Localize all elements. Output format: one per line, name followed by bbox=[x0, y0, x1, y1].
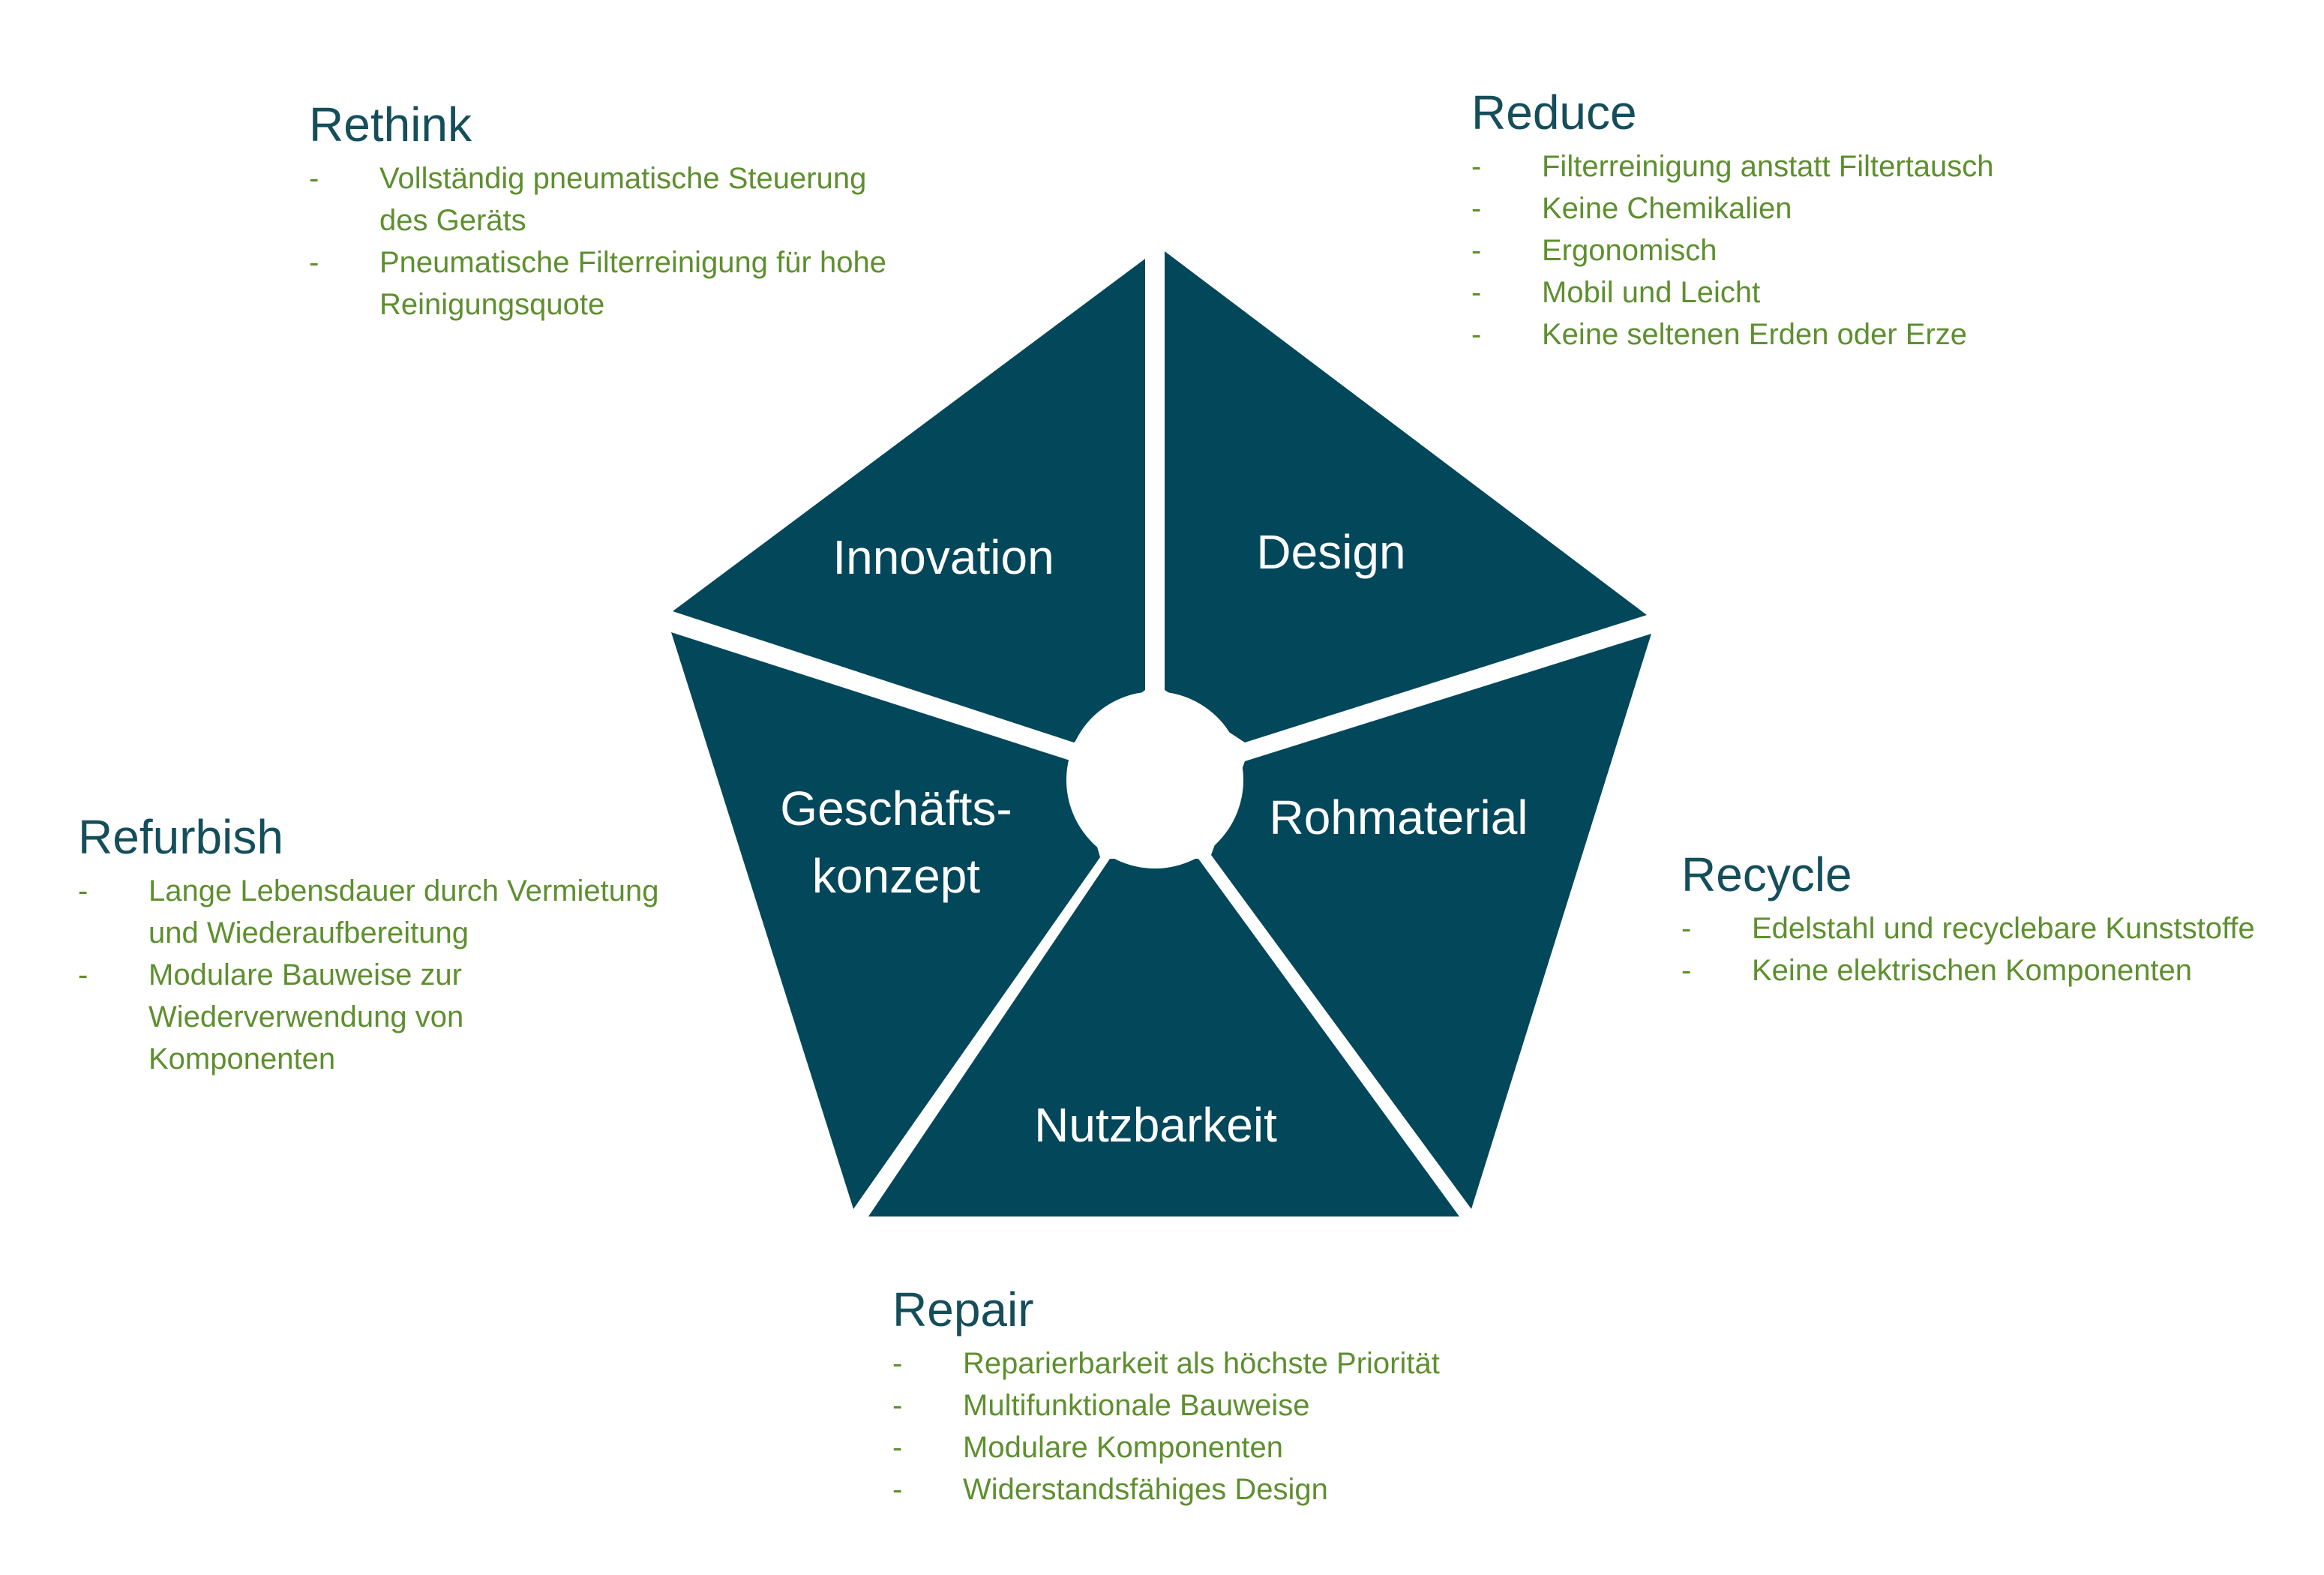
list-item-text: Ergonomisch bbox=[1542, 234, 1717, 267]
repair-list: - Reparierbarkeit als höchste Priorität … bbox=[892, 1342, 1440, 1510]
list-item-text: des Geräts bbox=[379, 204, 526, 237]
segment-label-innovation: Innovation bbox=[832, 530, 1054, 584]
list-item: - Keine Chemikalien bbox=[1471, 188, 1994, 230]
list-item: - Pneumatische Filterreinigung für hohe … bbox=[309, 242, 886, 326]
segment-geschaeftskonzept bbox=[671, 632, 1100, 1209]
bullet-dash: - bbox=[1681, 954, 1692, 987]
segment-label-rohmaterial: Rohmaterial bbox=[1269, 790, 1528, 844]
reduce-title: Reduce bbox=[1471, 86, 1637, 140]
list-item: - Filterreinigung anstatt Filtertausch bbox=[1471, 146, 1994, 188]
list-item-text: Lange Lebensdauer durch Vermietung bbox=[148, 874, 659, 908]
repair-block: Repair - Reparierbarkeit als höchste Pri… bbox=[892, 1281, 1440, 1510]
list-item-text: und Wiederaufbereitung bbox=[148, 916, 469, 950]
segment-innovation bbox=[673, 259, 1145, 742]
refurbish-list: - Lange Lebensdauer durch Vermietung und… bbox=[78, 870, 659, 1080]
bullet-dash: - bbox=[1681, 912, 1692, 945]
bullet-dash: - bbox=[1471, 192, 1482, 225]
segment-design bbox=[1165, 251, 1647, 742]
list-item: - Multifunktionale Bauweise bbox=[892, 1384, 1440, 1426]
list-item: - Reparierbarkeit als höchste Priorität bbox=[892, 1342, 1440, 1384]
recycle-block: Recycle - Edelstahl und recyclebare Kuns… bbox=[1681, 846, 2255, 992]
bullet-dash: - bbox=[309, 162, 319, 195]
list-item-text: Edelstahl und recyclebare Kunststoffe bbox=[1752, 912, 2255, 945]
list-item: - Lange Lebensdauer durch Vermietung und… bbox=[78, 870, 659, 954]
segment-label-geschaeftskonzept-line1: Geschäfts- bbox=[780, 782, 1012, 836]
list-item: - Mobil und Leicht bbox=[1471, 272, 1994, 314]
list-item: - Modulare Komponenten bbox=[892, 1426, 1440, 1468]
list-item: - Modulare Bauweise zur Wiederverwendung… bbox=[78, 954, 659, 1080]
list-item-text: Reparierbarkeit als höchste Priorität bbox=[963, 1347, 1440, 1380]
recycle-title: Recycle bbox=[1681, 848, 1852, 902]
list-item-text: Mobil und Leicht bbox=[1542, 276, 1761, 309]
list-item-text: Multifunktionale Bauweise bbox=[963, 1389, 1310, 1422]
bullet-dash: - bbox=[1471, 318, 1482, 351]
list-item-text: Filterreinigung anstatt Filtertausch bbox=[1542, 150, 1994, 183]
list-item: - Keine seltenen Erden oder Erze bbox=[1471, 314, 1994, 356]
list-item-text: Pneumatische Filterreinigung für hohe bbox=[379, 246, 886, 279]
list-item: - Widerstandsfähiges Design bbox=[892, 1468, 1440, 1510]
recycle-list: - Edelstahl und recyclebare Kunststoffe … bbox=[1681, 908, 2255, 992]
list-item-text: Widerstandsfähiges Design bbox=[963, 1473, 1328, 1506]
list-item: - Keine elektrischen Komponenten bbox=[1681, 950, 2255, 992]
bullet-dash: - bbox=[1471, 150, 1482, 183]
refurbish-block: Refurbish - Lange Lebensdauer durch Verm… bbox=[78, 808, 659, 1080]
bullet-dash: - bbox=[892, 1347, 903, 1380]
bullet-dash: - bbox=[78, 958, 88, 992]
list-item-text: Keine elektrischen Komponenten bbox=[1752, 954, 2193, 987]
segment-rohmaterial bbox=[1211, 634, 1651, 1209]
rethink-list: - Vollständig pneumatische Steuerung des… bbox=[309, 158, 886, 326]
bullet-dash: - bbox=[892, 1431, 903, 1464]
bullet-dash: - bbox=[892, 1389, 903, 1422]
list-item-text: Komponenten bbox=[148, 1042, 336, 1076]
list-item: - Edelstahl und recyclebare Kunststoffe bbox=[1681, 908, 2255, 950]
segment-label-design: Design bbox=[1256, 525, 1405, 579]
reduce-block: Reduce - Filterreinigung anstatt Filtert… bbox=[1471, 84, 1994, 356]
list-item: - Vollständig pneumatische Steuerung des… bbox=[309, 158, 886, 242]
list-item-text: Keine Chemikalien bbox=[1542, 192, 1792, 225]
repair-title: Repair bbox=[892, 1282, 1034, 1336]
list-item-text: Wiederverwendung von bbox=[148, 1000, 464, 1034]
segment-label-nutzbarkeit: Nutzbarkeit bbox=[1034, 1098, 1277, 1152]
rethink-block: Rethink - Vollständig pneumatische Steue… bbox=[309, 96, 886, 326]
center-circle bbox=[1066, 692, 1243, 868]
rethink-title: Rethink bbox=[309, 98, 472, 152]
segment-label-geschaeftskonzept-line2: konzept bbox=[812, 849, 980, 903]
list-item-text: Vollständig pneumatische Steuerung bbox=[379, 162, 867, 195]
list-item: - Ergonomisch bbox=[1471, 230, 1994, 272]
list-item-text: Reinigungsquote bbox=[379, 288, 605, 321]
bullet-dash: - bbox=[1471, 276, 1482, 309]
reduce-list: - Filterreinigung anstatt Filtertausch -… bbox=[1471, 146, 1994, 356]
list-item-text: Keine seltenen Erden oder Erze bbox=[1542, 318, 1968, 351]
list-item-text: Modulare Bauweise zur bbox=[148, 958, 462, 992]
list-item-text: Modulare Komponenten bbox=[963, 1431, 1283, 1464]
refurbish-title: Refurbish bbox=[78, 810, 283, 864]
bullet-dash: - bbox=[1471, 234, 1482, 267]
segment-nutzbarkeit bbox=[868, 859, 1459, 1216]
bullet-dash: - bbox=[78, 874, 88, 908]
bullet-dash: - bbox=[309, 246, 319, 279]
bullet-dash: - bbox=[892, 1473, 903, 1506]
